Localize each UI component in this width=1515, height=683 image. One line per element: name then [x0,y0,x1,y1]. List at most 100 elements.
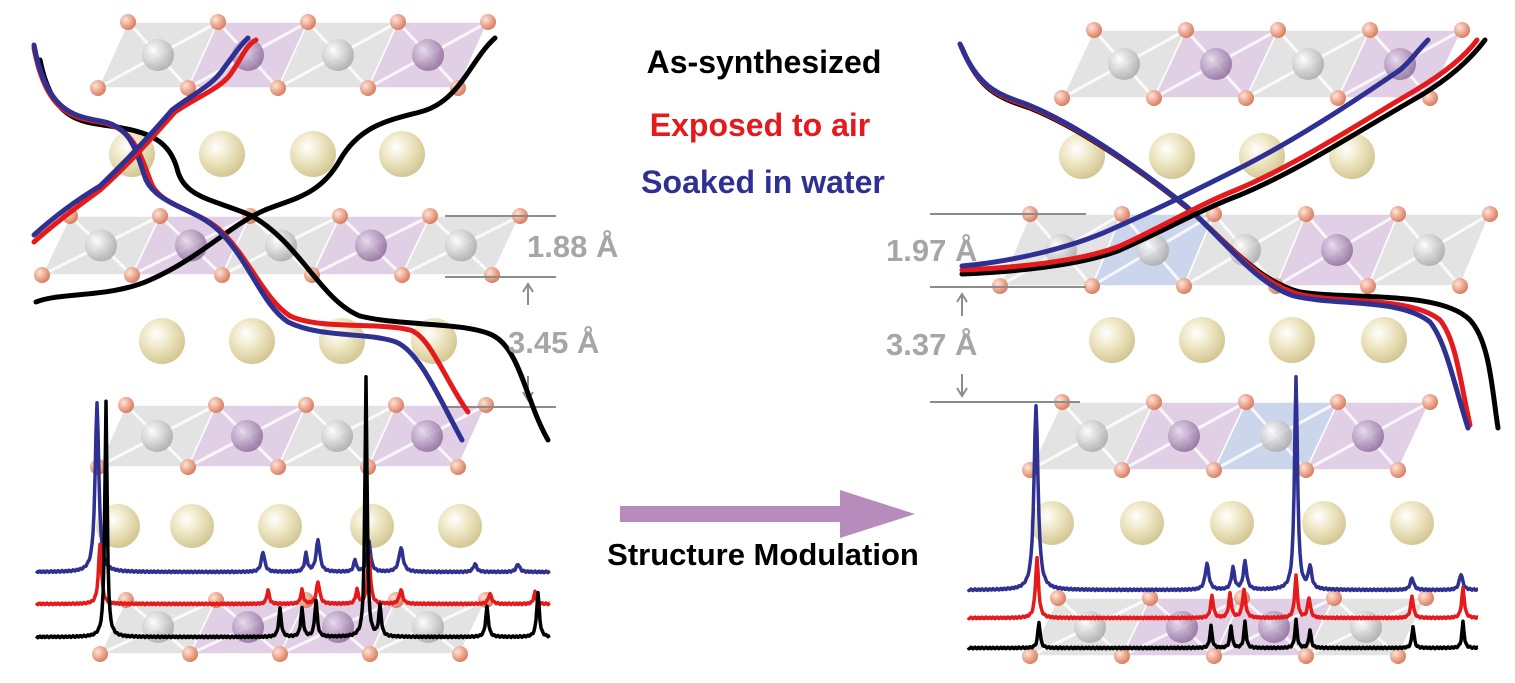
right-xrd-patterns [966,375,1479,651]
oxygen-atom [1142,590,1158,606]
left-blue-rising-curve [31,35,251,238]
oxygen-atom [394,267,410,283]
cation-sphere [290,131,336,177]
cation-sphere [1030,501,1074,545]
left-xrd-as-synthesized [34,374,551,640]
metal-atom [1108,48,1140,80]
right-xrd-as-synthesized [966,617,1479,651]
oxygen-atom [390,14,406,30]
oxygen-atom [1238,90,1254,106]
right-layer-3 [1022,394,1438,478]
metal-atom [1321,234,1353,266]
structure-modulation-arrow [620,490,915,538]
oxygen-atom [152,208,168,224]
oxygen-atom [360,80,376,96]
oxygen-atom [1362,22,1378,38]
cation-sphere [139,318,185,364]
metal-atom [1352,420,1384,452]
oxygen-atom [182,646,198,662]
left-crystal-structure [34,14,528,662]
oxygen-atom [1022,648,1038,664]
cation-sphere [258,504,302,548]
oxygen-atom [480,14,496,30]
oxygen-atom [1298,206,1314,222]
metal-atom [1168,420,1200,452]
oxygen-atom [1326,590,1342,606]
left-cations-2 [139,318,457,364]
cation-sphere [1179,317,1225,363]
oxygen-atom [450,459,466,475]
oxygen-atom [1422,394,1438,410]
oxygen-atom [484,267,500,283]
left-xrd-soaked-in-water [34,401,551,575]
right-dimension-markers [930,213,1086,403]
metal-atom [322,39,354,71]
right-cations-2 [1089,317,1407,363]
oxygen-atom [1298,648,1314,664]
metal-atom [142,39,174,71]
left-layer-thickness-label: 1.88 Å [527,229,618,264]
oxygen-atom [210,14,226,30]
left-red-rising-curve [31,37,259,245]
oxygen-atom [388,397,404,413]
oxygen-atom [124,267,140,283]
metal-atom [1384,48,1416,80]
legend-as-synthesized: As-synthesized [647,44,882,80]
left-layer-4 [92,592,494,662]
left-layer-1 [90,14,496,96]
right-interlayer-spacing-label: 3.37 Å [886,327,977,362]
oxygen-atom [1390,648,1406,664]
metal-atom [1292,48,1324,80]
oxygen-atom [1360,278,1376,294]
oxygen-atom [1390,206,1406,222]
left-curves [31,35,551,443]
oxygen-atom [1146,394,1162,410]
metal-atom [412,39,444,71]
cation-sphere [1390,501,1434,545]
oxygen-atom [214,267,230,283]
metal-atom [141,420,173,452]
cation-sphere [170,504,214,548]
metal-atom [1200,48,1232,80]
metal-atom [1260,420,1292,452]
metal-atom [445,229,477,262]
cation-sphere [199,131,245,177]
cation-sphere [319,318,365,364]
left-interlayer-spacing-label: 3.45 Å [508,325,599,360]
left-xrd-exposed-to-air [34,542,551,607]
metal-atom [265,229,297,262]
right-layer-2 [992,206,1498,294]
cation-sphere [438,504,482,548]
oxygen-atom [270,80,286,96]
oxygen-atom [1330,394,1346,410]
cation-sphere [1149,133,1195,179]
right-blue-rising-curve [959,37,1431,269]
cation-sphere [229,318,275,364]
oxygen-atom [1054,90,1070,106]
oxygen-atom [1114,462,1130,478]
cation-sphere [1361,317,1407,363]
oxygen-atom [1176,278,1192,294]
metal-atom [1137,234,1169,266]
left-xrd-patterns [34,374,551,640]
left-black-rising-curve [33,35,498,305]
legend-exposed-to-air: Exposed to air [650,107,871,143]
oxygen-atom [1086,22,1102,38]
oxygen-atom [1146,90,1162,106]
oxygen-atom [478,397,494,413]
oxygen-atom [180,459,196,475]
metal-atom [411,420,443,452]
oxygen-atom [34,267,50,283]
oxygen-atom [272,646,288,662]
oxygen-atom [1178,22,1194,38]
right-curves [957,37,1501,431]
metal-atom [1413,234,1445,266]
oxygen-atom [1206,462,1222,478]
metal-atom [321,420,353,452]
oxygen-atom [452,646,468,662]
metal-atom [85,229,117,262]
oxygen-atom [1482,206,1498,222]
structure-modulation-label: Structure Modulation [607,537,919,572]
oxygen-atom [1390,462,1406,478]
